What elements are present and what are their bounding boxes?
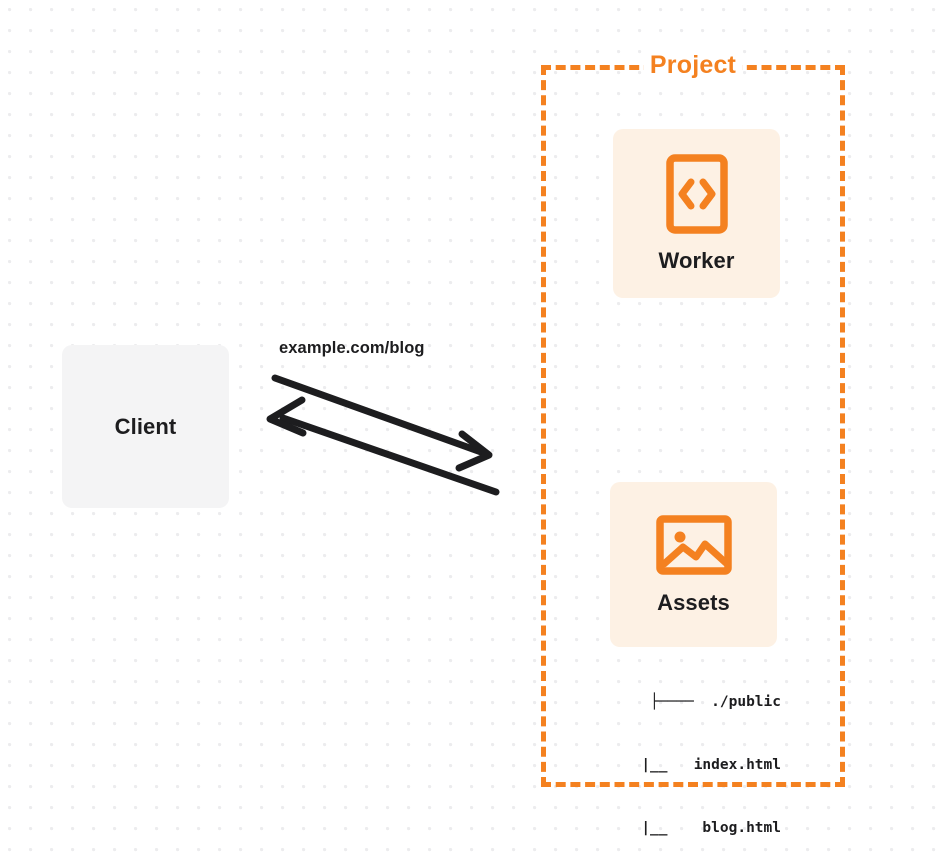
project-group-label-text: Project (643, 50, 743, 80)
node-worker-title: Worker (658, 247, 735, 273)
node-client[interactable]: Client (62, 345, 229, 508)
edge-label-request: example.com/blog (279, 339, 425, 357)
node-assets[interactable]: Assets (610, 482, 777, 647)
arrow-request (271, 374, 493, 472)
file-tree-line-root: ├──── ./public (650, 694, 781, 710)
arrow-response (266, 396, 500, 496)
file-tree-line-blog: |__ blog.html (623, 820, 781, 836)
assets-file-tree: ├──── ./public |__ index.html |__ blog.h… (585, 650, 781, 860)
file-tree-line-index: |__ index.html (623, 757, 781, 773)
project-group-label: Project (541, 50, 845, 80)
node-client-title: Client (114, 413, 177, 439)
node-worker[interactable]: Worker (613, 129, 780, 298)
node-assets-title: Assets (657, 589, 730, 615)
code-file-icon (665, 153, 728, 234)
image-icon (655, 514, 732, 576)
